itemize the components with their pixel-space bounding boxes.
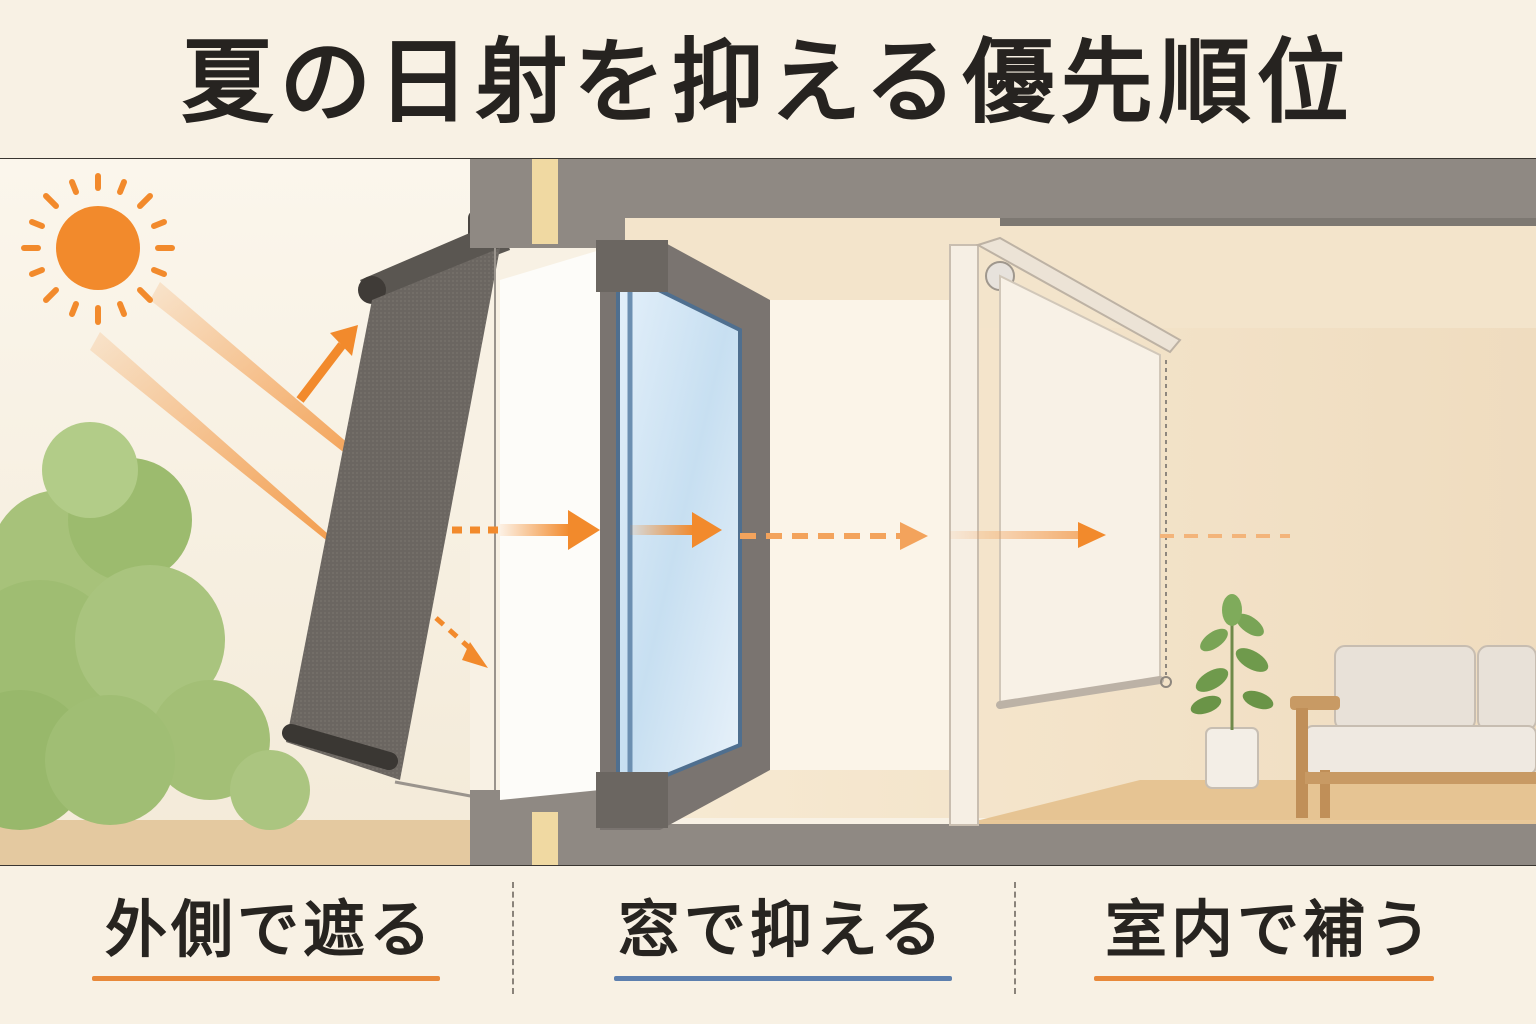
section-label-indoor: 室内で補う	[1104, 893, 1435, 966]
section-underline-window	[614, 976, 952, 981]
section-underline-indoor	[1094, 976, 1434, 981]
section-underline-outside	[92, 976, 440, 981]
page-title: 夏の日射を抑える優先順位	[181, 28, 1355, 136]
sofa-illustration	[1290, 645, 1536, 818]
outdoor-ground	[0, 820, 470, 866]
heat-flow-arrows	[452, 510, 1290, 550]
tree-illustration	[0, 422, 310, 830]
cross-section-illustration	[0, 158, 1536, 866]
section-label-window: 窓で抑える	[617, 893, 947, 966]
plant-illustration	[1190, 594, 1274, 789]
section-label-outside: 外側で遮る	[104, 893, 435, 966]
section-divider	[512, 882, 514, 994]
section-divider	[1014, 882, 1016, 994]
sun-icon	[21, 173, 175, 325]
room-floor-far	[980, 780, 1536, 820]
